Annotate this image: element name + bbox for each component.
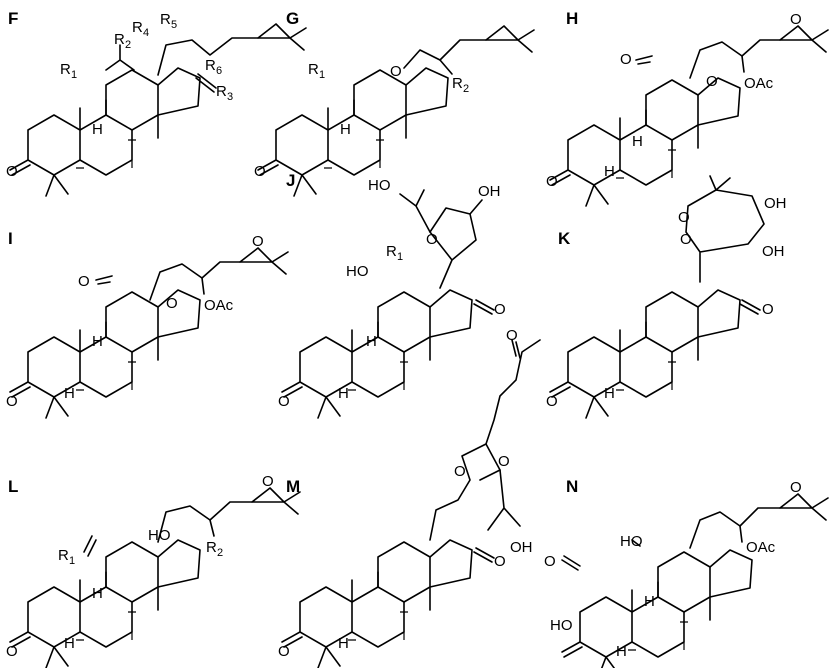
h-o-ketone11: O — [620, 51, 632, 68]
i-o-epox: O — [166, 295, 178, 312]
l-r1: R — [58, 547, 69, 564]
n-h1: H — [644, 593, 655, 610]
panel-letter-k: K — [558, 229, 571, 248]
m-o-ring1: O — [454, 463, 466, 480]
panel-g: G R 1 O R 2 H O — [254, 9, 535, 197]
j-o: O — [278, 393, 290, 410]
h-o-epox: O — [706, 73, 718, 90]
n-ho-11: HO — [620, 533, 643, 550]
j-r1: R — [386, 243, 397, 260]
g-o-epox: O — [390, 63, 402, 80]
k-o2: O — [680, 231, 692, 248]
n-o-ketone: O — [544, 553, 556, 570]
j-o-ketone: O — [494, 301, 506, 318]
i-oac: OAc — [204, 297, 234, 314]
l-o: O — [6, 643, 18, 660]
panel-letter-n: N — [566, 477, 578, 496]
f-r3-sub: 3 — [227, 91, 233, 103]
m-h: H — [338, 635, 349, 652]
l-h2: H — [64, 635, 75, 652]
i-h1: H — [92, 333, 103, 350]
n-o-epox: O — [790, 479, 802, 496]
f-r4: R — [132, 19, 143, 36]
h-o-epox2: O — [790, 11, 802, 28]
l-o-epox: O — [262, 473, 274, 490]
f-r3: R — [216, 83, 227, 100]
j-h2: H — [338, 385, 349, 402]
i-o-ketone11: O — [78, 273, 90, 290]
f-r1: R — [60, 61, 71, 78]
panel-j: J HO OH O HO R 1 O H H O — [278, 171, 506, 419]
j-h1: H — [366, 333, 377, 350]
j-ho-11: HO — [346, 263, 369, 280]
panel-f: F R 1 R 2 R 4 R 5 R 6 R 3 H O — [6, 9, 307, 197]
m-oh: OH — [510, 539, 533, 556]
i-o: O — [6, 393, 18, 410]
panel-n: N HO OAc O O H HO H — [544, 477, 829, 668]
j-o-ring: O — [426, 231, 438, 248]
k-o: O — [546, 393, 558, 410]
m-o: O — [278, 643, 290, 660]
f-r2-sub: 2 — [125, 39, 131, 51]
f-r2: R — [114, 31, 125, 48]
g-r1-sub: 1 — [319, 69, 325, 81]
h-oac: OAc — [744, 75, 774, 92]
m-o-ketone-top: O — [506, 327, 518, 344]
g-r1: R — [308, 61, 319, 78]
l-r1-sub: 1 — [69, 555, 75, 567]
i-h2: H — [64, 385, 75, 402]
panel-m: M O O O OH O H O — [278, 327, 541, 668]
i-o-epox2: O — [252, 233, 264, 250]
panel-letter-i: I — [8, 229, 13, 248]
panel-letter-h: H — [566, 9, 578, 28]
k-oh2: OH — [762, 243, 785, 260]
f-r5-sub: 5 — [171, 19, 177, 31]
panel-h: H O O OAc O H H O — [546, 9, 829, 207]
g-h: H — [340, 121, 351, 138]
n-oac: OAc — [746, 539, 776, 556]
k-o-ketone: O — [762, 301, 774, 318]
g-r2-sub: 2 — [463, 83, 469, 95]
h-h2: H — [604, 163, 615, 180]
panel-letter-j: J — [286, 171, 295, 190]
j-oh-top: OH — [478, 183, 501, 200]
g-o: O — [254, 163, 266, 180]
panel-letter-f: F — [8, 9, 18, 28]
l-ho: HO — [148, 527, 171, 544]
panel-i: I O O OAc O H H O — [6, 229, 289, 419]
f-r5: R — [160, 11, 171, 28]
panel-letter-l: L — [8, 477, 18, 496]
j-r1-sub: 1 — [397, 251, 403, 263]
n-h2: H — [616, 643, 627, 660]
m-o-ring2: O — [498, 453, 510, 470]
l-r2-sub: 2 — [217, 547, 223, 559]
panel-letter-g: G — [286, 9, 299, 28]
panel-l: L R 1 HO R 2 O H H O — [6, 473, 301, 668]
f-r6: R — [205, 57, 216, 74]
h-h1: H — [632, 133, 643, 150]
k-o1: O — [678, 209, 690, 226]
k-h: H — [604, 385, 615, 402]
panel-letter-m: M — [286, 477, 300, 496]
h-o: O — [546, 173, 558, 190]
f-r1-sub: 1 — [71, 69, 77, 81]
l-h1: H — [92, 585, 103, 602]
g-r2: R — [452, 75, 463, 92]
m-o-ketone: O — [494, 553, 506, 570]
f-h: H — [92, 121, 103, 138]
k-oh1: OH — [764, 195, 787, 212]
n-ho-3: HO — [550, 617, 573, 634]
panel-k: K O O OH OH O H O — [546, 175, 787, 419]
f-r4-sub: 4 — [143, 27, 149, 39]
f-r6-sub: 6 — [216, 65, 222, 77]
j-ho-top: HO — [368, 177, 391, 194]
l-r2: R — [206, 539, 217, 556]
f-o: O — [6, 163, 18, 180]
